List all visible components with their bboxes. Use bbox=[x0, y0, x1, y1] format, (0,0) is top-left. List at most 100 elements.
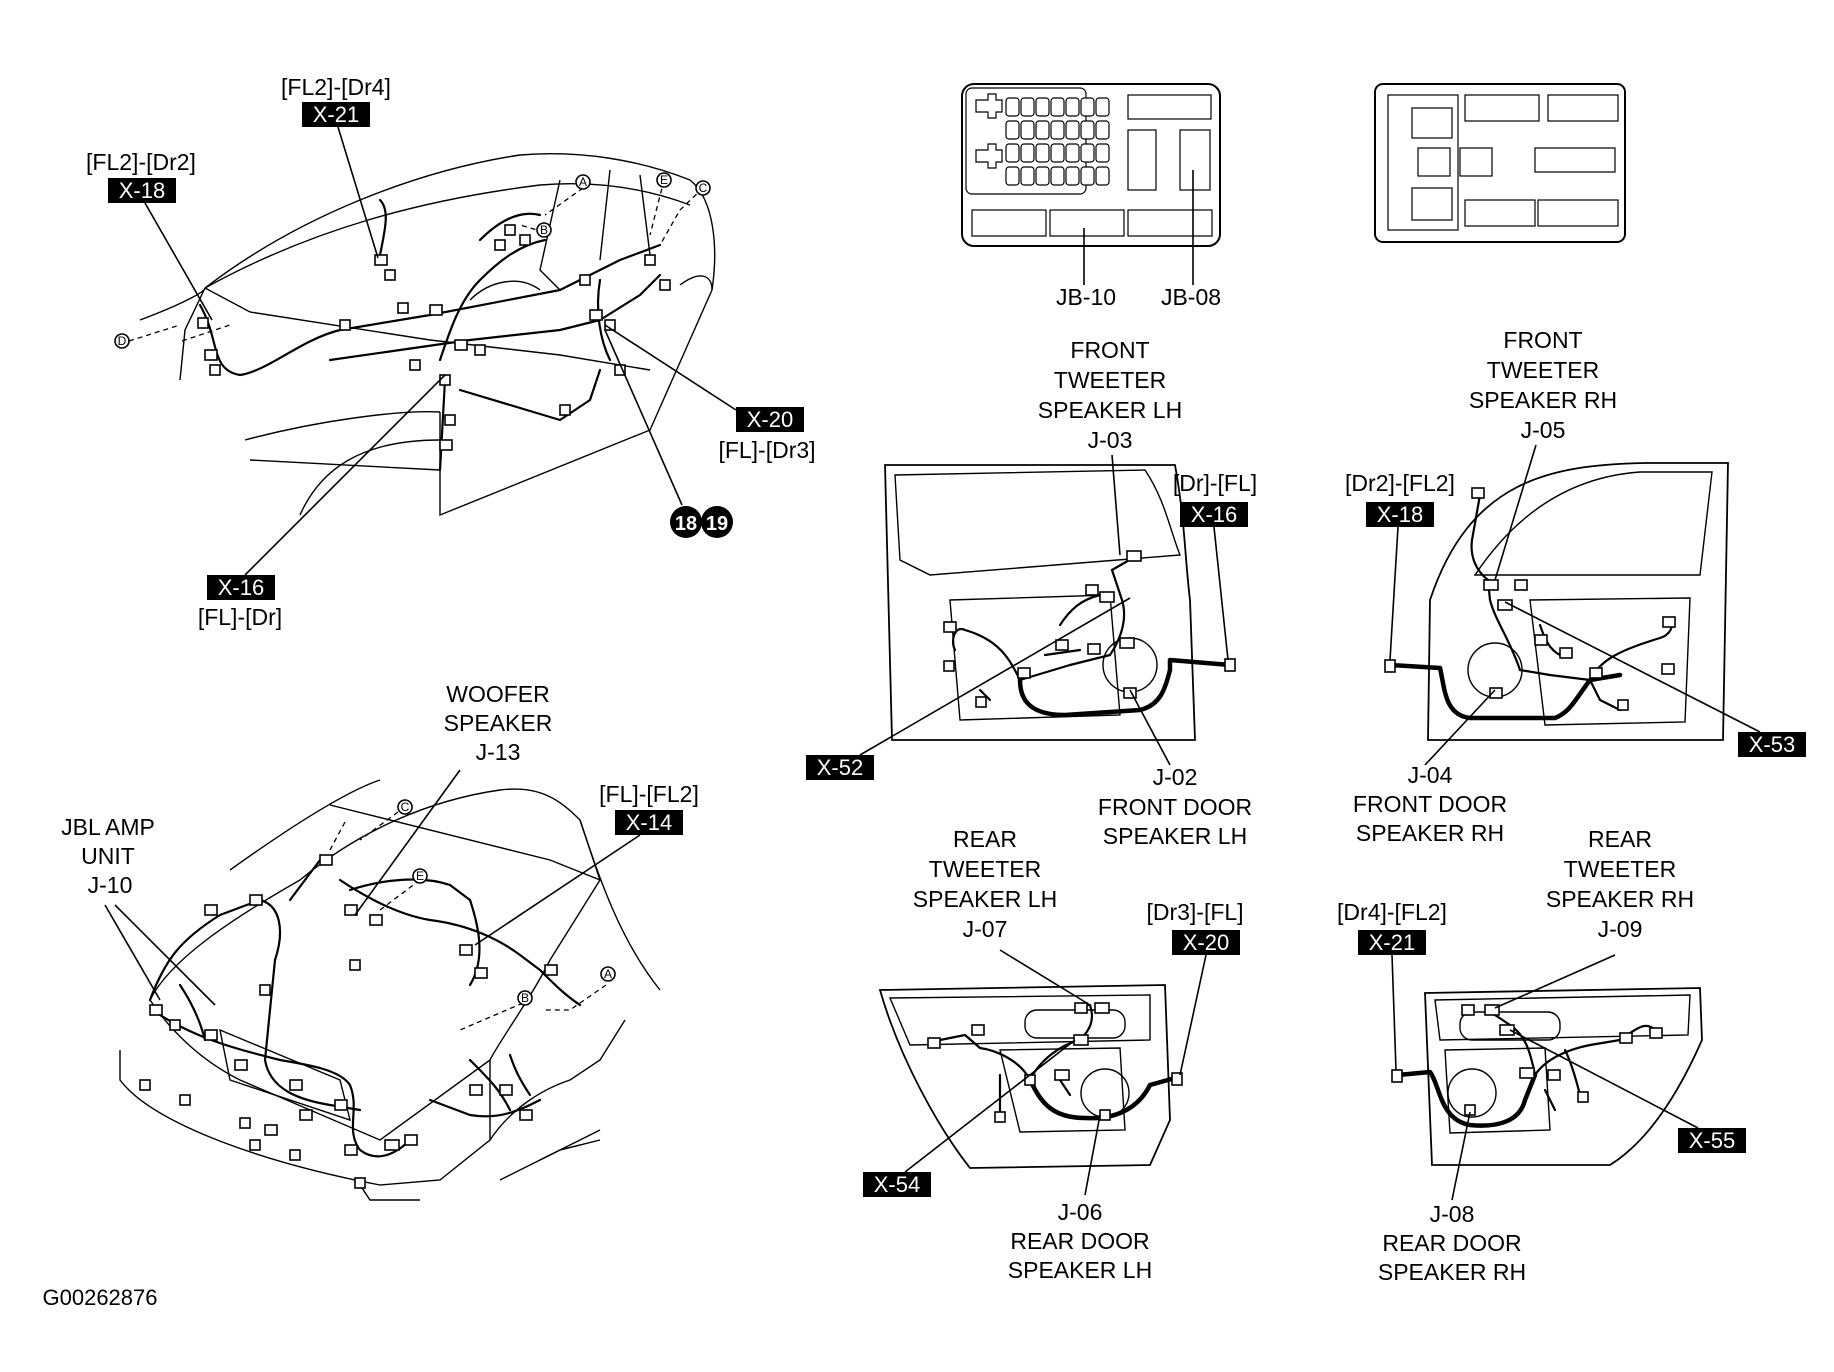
svg-text:19: 19 bbox=[706, 513, 728, 535]
fuse-slot bbox=[1065, 120, 1080, 140]
fuse-slot bbox=[1095, 120, 1110, 140]
j05-text-line3: SPEAKER RH bbox=[1469, 387, 1617, 413]
j13-text-line1: WOOFER bbox=[446, 681, 550, 707]
x16-door-code-badge: X-16 bbox=[1191, 502, 1237, 527]
fuse-slot bbox=[1020, 97, 1035, 117]
j07-text-line3: SPEAKER LH bbox=[913, 886, 1057, 912]
j03-text-line1: FRONT bbox=[1070, 337, 1149, 363]
relay-icon bbox=[975, 143, 1003, 169]
marker-c-icon: C bbox=[695, 180, 711, 196]
svg-text:E: E bbox=[416, 869, 424, 883]
front-left-door-diagram: FRONT TWEETER SPEAKER LH J-03 [Dr]-[FL] … bbox=[806, 337, 1257, 849]
fuse-slot bbox=[1050, 166, 1065, 186]
fuse-slot bbox=[1005, 97, 1020, 117]
j02-text-line2: FRONT DOOR bbox=[1098, 794, 1252, 820]
x55-code-badge: X-55 bbox=[1689, 1128, 1735, 1153]
fuse-slot bbox=[1050, 97, 1065, 117]
x16-code-badge: X-16 bbox=[218, 575, 264, 600]
svg-text:C: C bbox=[401, 800, 410, 814]
j04-text-line3: SPEAKER RH bbox=[1356, 820, 1504, 846]
jb10-label: JB-10 bbox=[1056, 284, 1116, 310]
x14-connector-label: [FL]-[FL2] bbox=[599, 781, 699, 807]
fuse-slot bbox=[1050, 143, 1065, 163]
j07-text-line2: TWEETER bbox=[929, 856, 1041, 882]
j02-text-line1: J-02 bbox=[1153, 764, 1198, 790]
j05-text-line1: FRONT bbox=[1503, 327, 1582, 353]
jb08-label: JB-08 bbox=[1161, 284, 1221, 310]
j05-text-line2: TWEETER bbox=[1487, 357, 1599, 383]
x20-door-connector-label: [Dr3]-[FL] bbox=[1146, 899, 1243, 925]
fuse-slot bbox=[1020, 120, 1035, 140]
x14-code-badge: X-14 bbox=[626, 810, 672, 835]
fuse-slot bbox=[1020, 166, 1035, 186]
x16-connector-label: [FL]-[Dr] bbox=[198, 604, 282, 630]
fuse-slot bbox=[1080, 97, 1095, 117]
front-car-view: A B C D E [FL2]-[Dr4] X-21 [FL2]-[Dr2] X… bbox=[86, 74, 816, 630]
svg-text:B: B bbox=[521, 991, 529, 1005]
j10-text-line1: JBL AMP bbox=[61, 814, 155, 840]
fuse-slot bbox=[1005, 120, 1020, 140]
fuse-slot bbox=[1035, 143, 1050, 163]
rear-right-door-diagram: REAR TWEETER SPEAKER RH J-09 [Dr4]-[FL2]… bbox=[1337, 826, 1746, 1285]
x16-door-connector-label: [Dr]-[FL] bbox=[1173, 470, 1257, 496]
rear-marker-b-icon: B bbox=[517, 990, 533, 1006]
svg-text:18: 18 bbox=[675, 513, 697, 535]
j08-text-line3: SPEAKER RH bbox=[1378, 1259, 1526, 1285]
j07-text-line4: J-07 bbox=[963, 916, 1008, 942]
fuse-slot bbox=[1095, 97, 1110, 117]
j02-text-line3: SPEAKER LH bbox=[1103, 823, 1247, 849]
j07-text-line1: REAR bbox=[953, 826, 1017, 852]
relay-icon bbox=[975, 93, 1003, 119]
j13-text-line2: SPEAKER bbox=[444, 710, 553, 736]
badge-19-icon: 19 bbox=[701, 506, 733, 538]
rear-car-view: C E B A WOOFER SPEAKER J-13 JBL AMP UNIT… bbox=[61, 681, 699, 1201]
x18-door-connector-label: [Dr2]-[FL2] bbox=[1345, 470, 1455, 496]
svg-text:B: B bbox=[540, 223, 548, 237]
j06-text-line3: SPEAKER LH bbox=[1008, 1257, 1152, 1283]
svg-text:C: C bbox=[699, 181, 708, 195]
x53-code-badge: X-53 bbox=[1749, 732, 1795, 757]
svg-text:A: A bbox=[579, 175, 587, 189]
svg-text:E: E bbox=[660, 173, 668, 187]
j09-text-line2: TWEETER bbox=[1564, 856, 1676, 882]
fuse-slot bbox=[1080, 120, 1095, 140]
badge-18-icon: 18 bbox=[670, 506, 702, 538]
fuse-slot bbox=[1080, 143, 1095, 163]
front-right-door-diagram: FRONT TWEETER SPEAKER RH J-05 [Dr2]-[FL2… bbox=[1345, 327, 1806, 846]
x21-connector-label: [FL2]-[Dr4] bbox=[281, 74, 391, 100]
fuse-slot bbox=[1080, 166, 1095, 186]
x20-door-code-badge: X-20 bbox=[1183, 930, 1229, 955]
marker-e-icon: E bbox=[656, 172, 672, 188]
marker-a-icon: A bbox=[575, 174, 591, 190]
x21-code-badge: X-21 bbox=[313, 102, 359, 127]
fuse-slot bbox=[1065, 166, 1080, 186]
fuse-slot bbox=[1065, 97, 1080, 117]
x18-code-badge: X-18 bbox=[119, 178, 165, 203]
marker-d-icon: D bbox=[114, 333, 130, 349]
x21-door-code-badge: X-21 bbox=[1369, 930, 1415, 955]
fuse-slot bbox=[1005, 166, 1020, 186]
j03-text-line3: SPEAKER LH bbox=[1038, 397, 1182, 423]
j04-text-line2: FRONT DOOR bbox=[1353, 791, 1507, 817]
j10-text-line2: UNIT bbox=[81, 843, 135, 869]
marker-b-icon: B bbox=[536, 222, 552, 238]
j10-text-line3: J-10 bbox=[88, 872, 133, 898]
rear-marker-c-icon: C bbox=[397, 799, 413, 815]
fuse-slot bbox=[1095, 166, 1110, 186]
j06-text-line1: J-06 bbox=[1058, 1199, 1103, 1225]
junction-box-right bbox=[1374, 83, 1626, 243]
fuse-slot bbox=[1035, 166, 1050, 186]
x18-connector-label: [FL2]-[Dr2] bbox=[86, 149, 196, 175]
j05-text-line4: J-05 bbox=[1521, 417, 1566, 443]
fuse-slot bbox=[1005, 143, 1020, 163]
x54-code-badge: X-54 bbox=[874, 1172, 920, 1197]
x52-code-badge: X-52 bbox=[817, 755, 863, 780]
svg-text:D: D bbox=[118, 334, 127, 348]
fuse-slot bbox=[1050, 120, 1065, 140]
rear-left-door-diagram: REAR TWEETER SPEAKER LH J-07 [Dr3]-[FL] … bbox=[863, 826, 1244, 1283]
rear-marker-e-icon: E bbox=[412, 868, 428, 884]
fuse-slot bbox=[1020, 143, 1035, 163]
fuse-slot bbox=[1095, 143, 1110, 163]
j08-text-line2: REAR DOOR bbox=[1382, 1230, 1521, 1256]
